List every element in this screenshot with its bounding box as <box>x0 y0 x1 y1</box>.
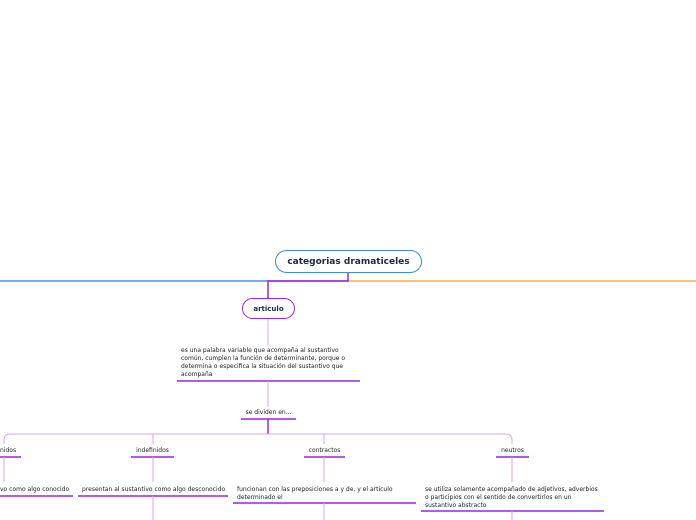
root-to-articulo-line <box>267 273 349 298</box>
desc-contractos[interactable]: funcionan con las preposiciones a y de, … <box>237 486 393 501</box>
type-label-definidos[interactable]: nidos <box>0 447 17 454</box>
type-label-contractos[interactable]: contractos <box>308 447 341 454</box>
desc-definidos[interactable]: vo como algo conocido <box>0 486 70 493</box>
divide-label[interactable]: se dividen en... <box>245 409 292 416</box>
articulo-definition[interactable]: es una palabra variable que acompaña al … <box>181 347 346 378</box>
desc-neutros[interactable]: se utiliza solamente acompañado de adjet… <box>425 486 598 509</box>
articulo-topic-label: articulo <box>253 304 284 313</box>
types-distributor-line <box>3 433 513 444</box>
articulo-topic[interactable]: articulo <box>242 298 295 319</box>
type-label-indefinidos[interactable]: indefinidos <box>136 447 169 454</box>
type-label-neutros[interactable]: neutros <box>501 447 524 454</box>
root-topic-label: categorias dramaticeles <box>287 256 410 267</box>
desc-indefinidos[interactable]: presentan al sustantivo como algo descon… <box>82 486 226 493</box>
root-topic[interactable]: categorias dramaticeles <box>275 250 422 273</box>
